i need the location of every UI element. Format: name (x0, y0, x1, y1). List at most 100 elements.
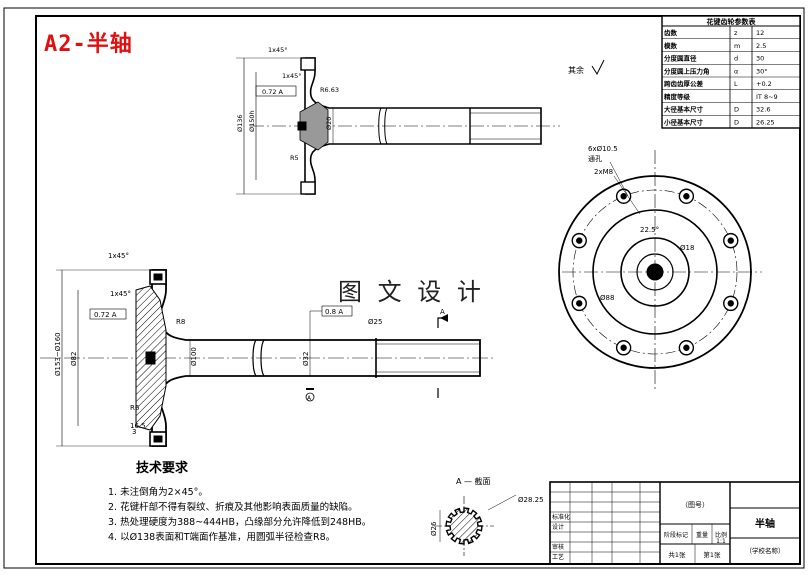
gear-table-symbol: D (734, 118, 739, 126)
bolt-hole-core (620, 193, 627, 200)
dimension-label: Ø136 (236, 114, 244, 132)
dimension-label: 1x45° (268, 46, 288, 54)
sheet-number: 第1张 (703, 550, 721, 559)
gear-table-value: 30° (756, 67, 768, 75)
flange-label: Ø88 (600, 294, 614, 302)
dimension-label: Ø32 (302, 352, 310, 366)
dimension-label: Ø82 (70, 352, 78, 366)
dimension-label: R6 (130, 404, 140, 412)
tech-requirement-item: 4. 以Ø138表面和T端面作基准，用圆弧半径检查R8。 (108, 532, 336, 543)
gear-table-value: 30 (756, 55, 764, 63)
surface-note: 其余 (568, 65, 584, 75)
tech-requirement-item: 1. 未注倒角为2×45°。 (108, 487, 208, 498)
tech-requirement-item: 2. 花键杆部不得有裂纹、折痕及其他影响表面质量的缺陷。 (108, 502, 358, 513)
bolt-hole-core (576, 237, 583, 244)
gear-table-symbol: L (734, 80, 738, 88)
spline-section-view (434, 494, 517, 556)
gear-table-header: 花键齿轮参数表 (707, 17, 757, 26)
flange-label: 2xM8 (594, 168, 613, 176)
scale-value: 1:1 (716, 538, 726, 545)
flange-label: 通孔 (588, 154, 602, 163)
flange-label: 6xØ10.5 (588, 145, 618, 153)
design-label: 设计 (552, 523, 564, 531)
gear-table-param-name: 大径基本尺寸 (664, 105, 704, 114)
bolt-hole-core (727, 300, 734, 307)
bolt-hole-core (576, 300, 583, 307)
roughness-symbol-icon (591, 59, 605, 76)
leader-line (609, 161, 629, 197)
dimension-label: 16.5 (130, 422, 146, 430)
section-dimension: Ø28.25 (518, 496, 544, 504)
main-view (40, 269, 496, 447)
inner-border (35, 15, 801, 565)
dimension-label: Ø25 (368, 318, 382, 326)
gear-table-param-name: 小径基本尺寸 (663, 117, 704, 126)
dimension-label: R5 (290, 154, 299, 162)
drawing-title-tag: A2-半轴 (44, 32, 133, 57)
flange-label: 22.5° (640, 226, 659, 234)
scale-label: 比例 (715, 531, 727, 539)
dimension-label: 1x45° (110, 290, 131, 298)
dimension-label: 0.72 A (262, 88, 284, 96)
dimension-label: R8 (176, 318, 185, 326)
stage-label: 阶段标记 (664, 531, 688, 539)
dimension-label: Ø153~Ø160 (54, 332, 62, 376)
gear-table-param-name: 分度圆直径 (664, 54, 697, 63)
part-name: 半轴 (755, 517, 775, 530)
dimension-label: 3 (132, 428, 136, 436)
dimension-label: 0.72 A (94, 311, 117, 319)
dimension-label: Ø150h (248, 110, 256, 132)
top-view (236, 57, 560, 195)
sheet-total: 共1张 (668, 550, 686, 559)
gear-table-value: IT 8~9 (756, 93, 778, 101)
flange-view (558, 150, 762, 392)
gear-table-value: 12 (756, 29, 764, 37)
tech-requirement-item: 3. 热处理硬度为388~444HB，凸缘部分允许降低到248HB。 (108, 517, 372, 528)
bolt-hole-core (683, 344, 690, 351)
title-block (549, 481, 801, 565)
outer-border (3, 7, 805, 569)
dimension-label: A (440, 308, 445, 316)
gear-table-symbol: m (734, 42, 740, 50)
dimension-label: 1x45° (108, 252, 129, 260)
gear-table-symbol: z (734, 29, 738, 37)
gear-table-value: 32.6 (756, 106, 770, 114)
bolt-hole-core (727, 237, 734, 244)
gear-table-symbol: α (734, 67, 738, 75)
drawing-number: （图号） (681, 501, 709, 509)
bolt-hole-core (683, 193, 690, 200)
gear-table-value: 26.25 (756, 118, 775, 126)
dimension-label: 0.8 A (325, 308, 343, 316)
gear-table-param-name: 齿数 (664, 28, 678, 37)
craft-label: 工艺 (552, 553, 564, 561)
datum-label: A (307, 395, 312, 402)
standardization-label: 标准化 (552, 513, 570, 521)
leader-line (613, 175, 641, 215)
gear-table-param-name: 跨齿齿厚公差 (664, 79, 704, 88)
check-label: 审核 (552, 543, 564, 551)
gear-parameter-table: 花键齿轮参数表 齿数 z 12 模数 m 2.5 分度圆直径 d 30 分度圆上压力角 α 30° 跨齿… (661, 15, 801, 129)
dimension-label: R6.63 (320, 86, 339, 94)
dimension-label: Ø100 (190, 347, 198, 366)
dimension-label: Ø20 (325, 117, 333, 130)
section-dimension: Ø26 (430, 521, 438, 536)
section-title: A — 截面 (456, 476, 491, 486)
flange-label: Ø18 (680, 244, 694, 252)
gear-table-param-name: 模数 (664, 41, 678, 50)
tech-requirements-title: 技术要求 (136, 461, 189, 476)
bolt-hole-core (620, 344, 627, 351)
gear-table-value: +0.2 (756, 80, 772, 88)
weight-label: 重量 (696, 531, 708, 539)
dimension-label: 1x45° (282, 72, 302, 80)
gear-table-symbol: D (734, 106, 739, 114)
watermark: 图 文 设 计 (338, 278, 485, 306)
gear-table-param-name: 分度圆上压力角 (664, 66, 710, 75)
gear-table-symbol: d (734, 55, 738, 63)
gear-table-value: 2.5 (756, 42, 766, 50)
unit-name: （学校名称） (746, 546, 785, 555)
